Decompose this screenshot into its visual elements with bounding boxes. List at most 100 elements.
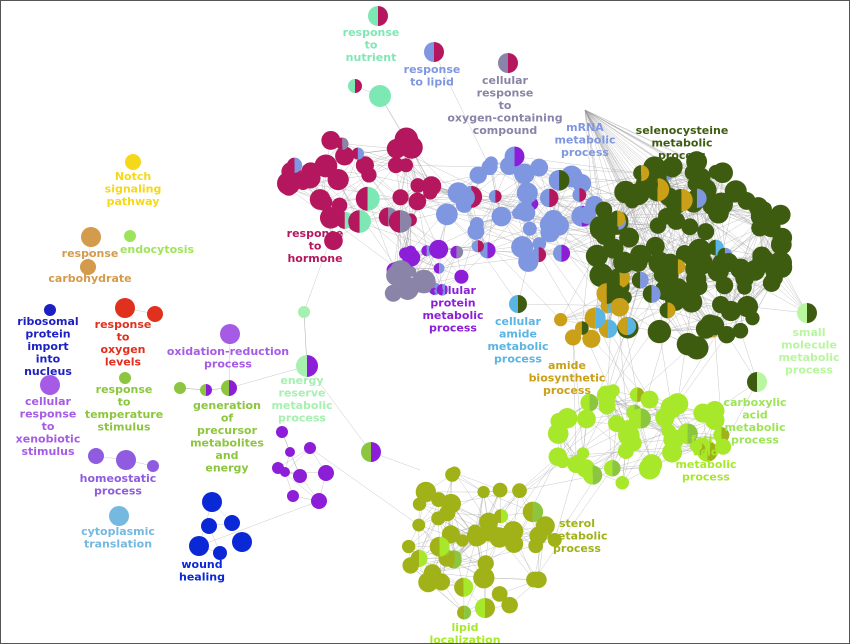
temperature-node[interactable] xyxy=(119,372,131,384)
homeostatic-node-b[interactable] xyxy=(116,450,136,470)
sterol-node-17[interactable] xyxy=(441,525,460,544)
hormone-node-6[interactable] xyxy=(321,130,341,150)
oxygen-compound-node[interactable] xyxy=(498,53,518,73)
sterol-node-30[interactable] xyxy=(493,509,509,524)
grayblue-node-4[interactable] xyxy=(384,284,402,302)
darkgreen-node-108[interactable] xyxy=(712,162,733,184)
darkgreen-node-82[interactable] xyxy=(589,217,613,241)
fatty-acid-node-32[interactable] xyxy=(666,393,689,415)
hormone-node-13[interactable] xyxy=(399,158,414,173)
lightblue-node-33[interactable] xyxy=(469,216,484,231)
darkgreen-node-115[interactable] xyxy=(603,238,624,259)
purple-node-6[interactable] xyxy=(429,239,449,259)
homeostatic-node-c[interactable] xyxy=(147,460,159,472)
sterol-node-5[interactable] xyxy=(457,605,472,620)
darkgreen-node-38[interactable] xyxy=(695,319,716,339)
purple-ring-node-6[interactable] xyxy=(287,490,299,502)
darkgreen-node-80[interactable] xyxy=(687,176,702,192)
hormone-node-7[interactable] xyxy=(387,157,404,174)
amide-node-7[interactable] xyxy=(582,329,601,348)
lightblue-node-39[interactable] xyxy=(578,205,597,224)
lightblue-node-22[interactable] xyxy=(514,163,535,185)
darkgreen-node-66[interactable] xyxy=(745,311,760,326)
homeostatic-node-a[interactable] xyxy=(88,448,104,464)
darkgreen-node-9[interactable] xyxy=(686,151,708,173)
sterol-node-27[interactable] xyxy=(492,482,508,498)
ribosomal-node[interactable] xyxy=(44,304,56,316)
darkgreen-node-59[interactable] xyxy=(732,322,749,339)
fatty-acid-node-33[interactable] xyxy=(655,407,675,428)
lightblue-node-13[interactable] xyxy=(522,221,537,236)
hormone-node-18[interactable] xyxy=(335,146,355,166)
amide-node-3[interactable] xyxy=(617,316,637,336)
lightblue-node-4[interactable] xyxy=(532,237,547,251)
darkgreen-node-63[interactable] xyxy=(645,236,665,256)
fatty-acid-node-26[interactable] xyxy=(606,384,620,398)
darkgreen-node-96[interactable] xyxy=(718,252,738,273)
darkgreen-node-83[interactable] xyxy=(762,274,781,292)
response-to-nutrient-node[interactable] xyxy=(368,6,388,26)
hormone-node-10[interactable] xyxy=(361,167,377,183)
fatty-acid-node-23[interactable] xyxy=(640,390,659,409)
hormone-node-4[interactable] xyxy=(408,192,427,211)
darkgreen-node-100[interactable] xyxy=(674,282,693,301)
xenobiotic-node[interactable] xyxy=(40,375,60,395)
sterol-node-25[interactable] xyxy=(412,497,427,511)
sterol-node-12[interactable] xyxy=(491,586,508,602)
carbohydrate-node-a[interactable] xyxy=(81,227,101,247)
fatty-acid-node-13[interactable] xyxy=(638,457,661,480)
darkgreen-node-85[interactable] xyxy=(642,285,661,303)
fatty-acid-node-16[interactable] xyxy=(615,475,630,490)
sterol-node-44[interactable] xyxy=(504,534,524,553)
hormone-node-12[interactable] xyxy=(392,189,409,206)
hormone-node-33[interactable] xyxy=(388,210,412,233)
darkgreen-node-113[interactable] xyxy=(760,217,781,238)
hormone-node-21[interactable] xyxy=(355,186,380,211)
oxidation-reduction-node[interactable] xyxy=(220,324,240,344)
sterol-node-46[interactable] xyxy=(429,536,450,557)
darkgreen-node-109[interactable] xyxy=(709,192,733,216)
lightblue-node-17[interactable] xyxy=(552,244,571,262)
darkgreen-node-73[interactable] xyxy=(619,227,640,248)
darkgreen-node-76[interactable] xyxy=(685,336,709,360)
purple-ring-node-1[interactable] xyxy=(285,447,295,457)
amide-node-5[interactable] xyxy=(596,283,618,304)
darkgreen-node-111[interactable] xyxy=(609,210,626,227)
darkgreen-node-56[interactable] xyxy=(681,218,699,236)
fatty-acid-node-37[interactable] xyxy=(550,412,568,430)
darkgreen-node-116[interactable] xyxy=(670,188,693,212)
sterol-node-31[interactable] xyxy=(448,466,461,479)
hormone-node-36[interactable] xyxy=(315,193,333,211)
lightblue-node-2[interactable] xyxy=(539,188,559,208)
lipid-localization-node[interactable] xyxy=(475,598,495,618)
fatty-acid-node-28[interactable] xyxy=(603,459,621,477)
fatty-acid-node-20[interactable] xyxy=(582,465,603,485)
fatty-acid-node-34[interactable] xyxy=(677,423,698,444)
sterol-node-18[interactable] xyxy=(528,538,544,554)
hormone-node-26[interactable] xyxy=(281,180,297,196)
lightblue-node-27[interactable] xyxy=(435,203,458,226)
energy-small-node[interactable] xyxy=(298,306,310,318)
lightblue-node-35[interactable] xyxy=(484,156,498,170)
fatty-acid-node-27[interactable] xyxy=(555,454,570,469)
amide-node-8[interactable] xyxy=(574,321,589,335)
purple-node-9[interactable] xyxy=(450,245,464,259)
fatty-acid-node-43[interactable] xyxy=(617,443,634,460)
lightblue-node-30[interactable] xyxy=(516,182,538,204)
wound-healing-node-4[interactable] xyxy=(232,532,252,552)
sterol-node-45[interactable] xyxy=(530,571,547,589)
fatty-acid-node-44[interactable] xyxy=(630,408,651,429)
lightblue-node-34[interactable] xyxy=(518,251,539,272)
response-to-lipid-node[interactable] xyxy=(424,42,444,62)
lightblue-node-36[interactable] xyxy=(515,202,530,216)
oxygen-levels-node-a[interactable] xyxy=(115,298,135,318)
darkgreen-node-8[interactable] xyxy=(585,244,609,267)
darkgreen-node-43[interactable] xyxy=(697,223,715,241)
hormone-node-32[interactable] xyxy=(336,137,349,150)
fatty-acid-node-35[interactable] xyxy=(576,447,590,460)
sterol-node-34[interactable] xyxy=(454,577,474,597)
wound-healing-node-3[interactable] xyxy=(189,536,209,556)
darkgreen-node-106[interactable] xyxy=(721,302,738,319)
carboxylic-node[interactable] xyxy=(747,372,767,392)
endocytosis-node[interactable] xyxy=(124,230,136,242)
